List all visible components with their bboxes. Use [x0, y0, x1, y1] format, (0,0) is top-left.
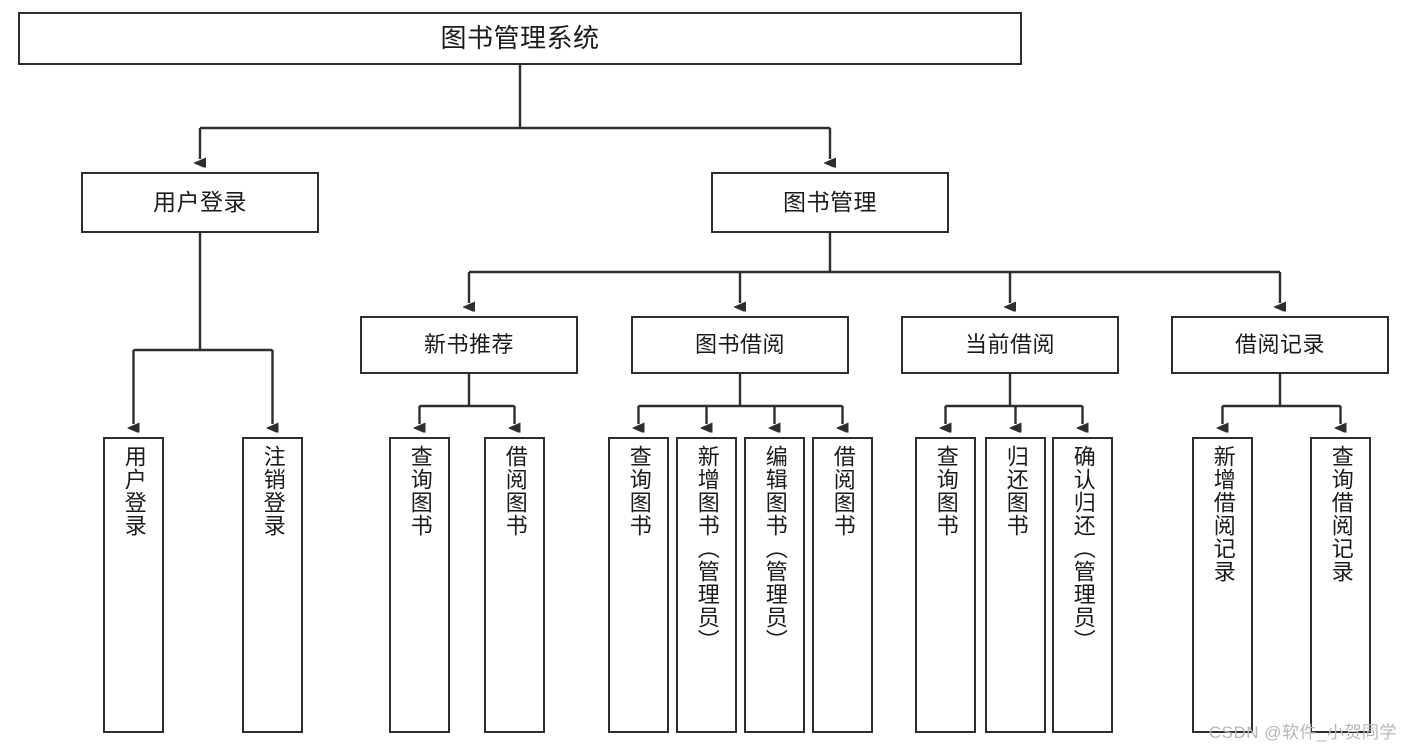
- node-borrow-book-2[interactable]: 借阅图书: [812, 437, 873, 733]
- node-borrow-record[interactable]: 借阅记录: [1171, 316, 1389, 374]
- node-book-management-system[interactable]: 图书管理系统: [18, 12, 1022, 65]
- node-label: 查询图书: [933, 445, 959, 537]
- node-label: 注销登录: [260, 445, 286, 537]
- node-borrow-book-1[interactable]: 借阅图书: [484, 437, 545, 733]
- node-label: 图书管理系统: [440, 23, 600, 54]
- node-label: 当前借阅: [964, 332, 1055, 358]
- node-book-manage[interactable]: 图书管理: [711, 172, 949, 233]
- csdn-watermark: CSDN @软件_小贺同学: [1208, 723, 1397, 742]
- node-query-book-2[interactable]: 查询图书: [608, 437, 669, 733]
- node-query-borrow-record[interactable]: 查询借阅记录: [1310, 437, 1371, 733]
- node-label: 新增图书（管理员）: [694, 445, 720, 652]
- node-label: 查询借阅记录: [1328, 445, 1354, 583]
- node-return-book[interactable]: 归还图书: [985, 437, 1046, 733]
- node-add-borrow-record[interactable]: 新增借阅记录: [1192, 437, 1253, 733]
- node-label: 查询图书: [626, 445, 652, 537]
- node-label: 新增借阅记录: [1210, 445, 1236, 583]
- node-label: 借阅记录: [1234, 332, 1325, 358]
- node-logout-leaf[interactable]: 注销登录: [242, 437, 303, 733]
- node-user-login[interactable]: 用户登录: [81, 172, 319, 233]
- node-query-book-3[interactable]: 查询图书: [915, 437, 976, 733]
- node-label: 编辑图书（管理员）: [762, 445, 788, 652]
- node-label: 借阅图书: [502, 445, 528, 537]
- node-label: 图书管理: [783, 188, 877, 215]
- node-label: 借阅图书: [830, 445, 856, 537]
- node-add-book-admin[interactable]: 新增图书（管理员）: [676, 437, 737, 733]
- node-confirm-return-admin[interactable]: 确认归还（管理员）: [1052, 437, 1113, 733]
- node-current-borrow[interactable]: 当前借阅: [901, 316, 1119, 374]
- node-query-book-1[interactable]: 查询图书: [389, 437, 450, 733]
- node-label: 确认归还（管理员）: [1070, 445, 1096, 652]
- node-edit-book-admin[interactable]: 编辑图书（管理员）: [744, 437, 805, 733]
- node-label: 查询图书: [407, 445, 433, 537]
- node-label: 新书推荐: [423, 332, 514, 358]
- node-label: 图书借阅: [694, 332, 785, 358]
- node-user-login-leaf[interactable]: 用户登录: [103, 437, 164, 733]
- node-new-book-recommend[interactable]: 新书推荐: [360, 316, 578, 374]
- node-label: 用户登录: [121, 445, 147, 537]
- node-label: 归还图书: [1003, 445, 1029, 537]
- node-book-borrow[interactable]: 图书借阅: [631, 316, 849, 374]
- node-label: 用户登录: [153, 188, 247, 215]
